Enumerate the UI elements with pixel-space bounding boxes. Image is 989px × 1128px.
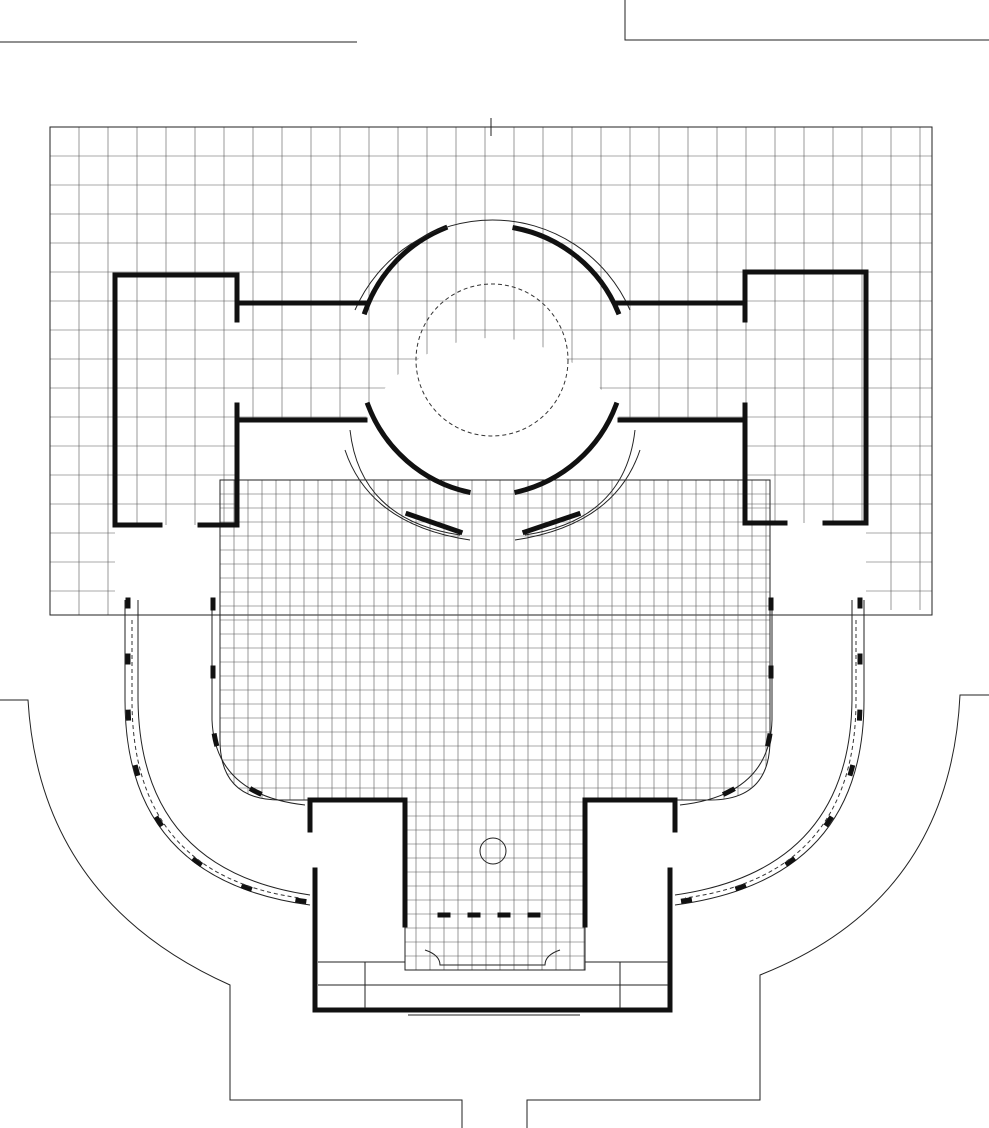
wings	[112, 269, 869, 528]
fountain	[479, 837, 507, 865]
courtyard-outline	[219, 479, 771, 971]
rotunda-oculus	[415, 283, 569, 437]
rotunda	[344, 219, 641, 541]
courtyard-paving-grid	[220, 480, 770, 970]
colonnades	[124, 597, 865, 906]
stairs	[344, 429, 641, 541]
entrance-block	[307, 797, 678, 1016]
terrace-outline	[49, 126, 933, 616]
terrace-paving-grid	[50, 127, 932, 615]
